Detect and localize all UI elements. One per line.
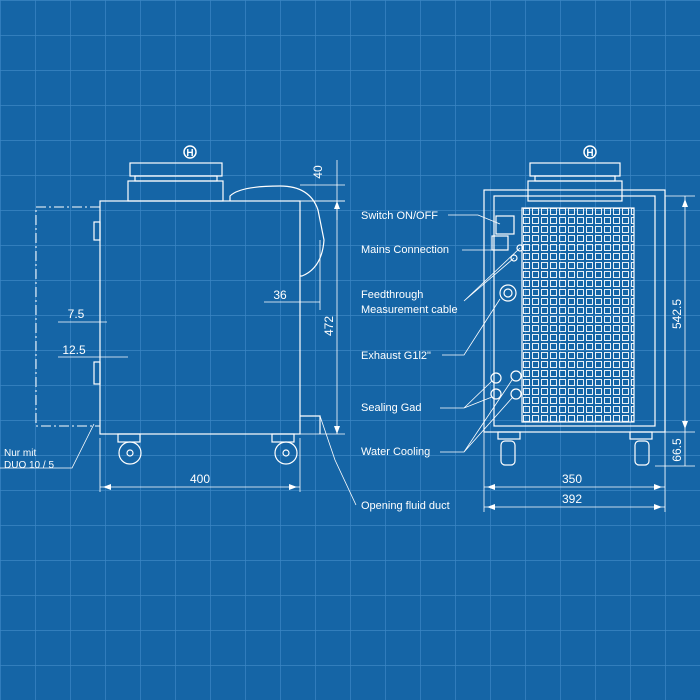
side-sealing-port-2 [490, 388, 502, 400]
side-switch [495, 215, 515, 235]
note-line1: Nur mit [4, 448, 36, 459]
front-wheel-left [117, 433, 142, 465]
callout-mains: Mains Connection [361, 244, 449, 256]
dim-350-label: 350 [562, 472, 582, 486]
callout-feedthrough-1: Feedthrough [361, 289, 423, 301]
side-feedthrough-1 [510, 254, 518, 262]
front-exhaust-bulge [229, 185, 325, 277]
side-view [440, 145, 695, 512]
side-flange-neck [527, 180, 623, 202]
dim-7-5-label: 7.5 [68, 307, 85, 321]
dim-542-5-label: 542.5 [670, 299, 684, 329]
dim-472-label: 472 [322, 316, 336, 336]
callout-exhaust: Exhaust G1l2" [361, 350, 431, 362]
front-housing [99, 200, 301, 435]
leader-switch [448, 214, 501, 225]
side-sealing-port-1 [490, 372, 502, 384]
note-leader [0, 423, 95, 469]
dim-36-lines [264, 240, 321, 310]
front-side-handle [93, 221, 101, 241]
side-exhaust-outer [499, 284, 517, 302]
front-wheel-right [271, 433, 298, 465]
side-housing [483, 189, 666, 433]
side-dim-horizontal [483, 432, 666, 512]
dim-400-lines [99, 438, 301, 492]
dim-12-5-label: 12.5 [62, 343, 86, 357]
callout-water: Water Cooling [361, 446, 430, 458]
side-mains-socket [491, 235, 509, 251]
note-line2: DUO 10 / 5 [4, 460, 54, 471]
front-flange-marker-circle [183, 145, 197, 159]
leader-sealing [440, 380, 493, 409]
leader-water [440, 379, 513, 453]
side-wheel-right [629, 431, 653, 466]
side-housing-inner [493, 195, 656, 427]
side-exhaust-inner [503, 288, 513, 298]
side-water-port-1 [510, 370, 522, 382]
dim-66-5-label: 66.5 [670, 438, 684, 462]
side-water-port-2 [510, 388, 522, 400]
side-feedthrough-2 [516, 244, 524, 252]
side-flange-marker: H [586, 148, 593, 159]
callout-switch: Switch ON/OFF [361, 210, 438, 222]
side-dim-arrows [487, 199, 688, 510]
dim-392-label: 392 [562, 492, 582, 506]
leader-feedthrough [463, 247, 521, 302]
dim-400-label: 400 [190, 472, 210, 486]
dim-36-label: 36 [273, 288, 287, 302]
callout-sealing: Sealing Gad [361, 402, 422, 414]
front-view [0, 145, 357, 506]
front-side-port [93, 361, 101, 385]
front-flange-marker: H [186, 148, 193, 159]
dim-40-label: 40 [311, 165, 325, 179]
side-wheel-left [497, 431, 521, 466]
dim-472-lines [300, 200, 345, 435]
leader-exhaust [442, 298, 501, 356]
side-flange-marker-circle [583, 145, 597, 159]
front-optional-outline [35, 206, 100, 427]
callout-feedthrough-2: Measurement cable [361, 304, 458, 316]
fluid-leader [319, 415, 357, 506]
side-ventilation-grille [521, 207, 635, 423]
callout-fluid-duct: Opening fluid duct [361, 500, 450, 512]
side-dim-vertical [655, 195, 695, 467]
front-dim-arrows [103, 201, 340, 490]
